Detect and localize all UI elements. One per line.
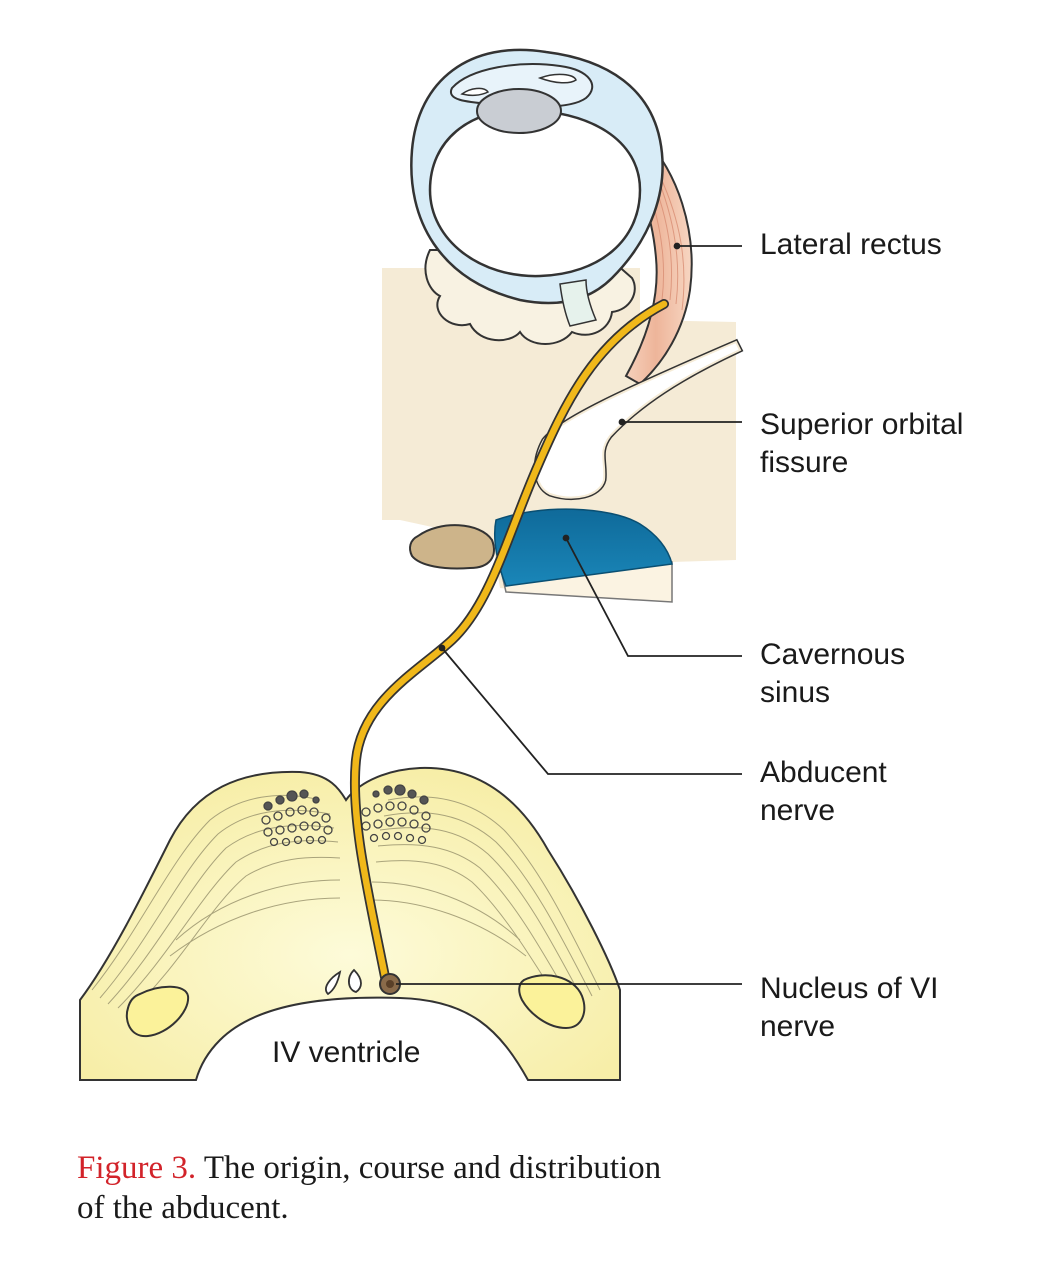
corticospinal-bundle-left <box>261 789 333 847</box>
label-nuc-line2: nerve <box>760 1010 836 1043</box>
leader-lines <box>396 242 742 985</box>
label-nucleus-of-vi: Nucleus of VI nerve <box>760 970 938 1046</box>
caption-line1: Figure 3. The origin, course and distrib… <box>77 1148 777 1188</box>
caption-text-1: The origin, course and distribution <box>196 1150 662 1186</box>
label-abd-line1: Abducent <box>760 756 887 789</box>
label-sof-line1: Superior orbital <box>760 408 964 441</box>
caption-line2: of the abducent. <box>77 1190 289 1226</box>
label-iv-ventricle: IV ventricle <box>272 1034 420 1072</box>
label-cav-line1: Cavernous <box>760 638 906 671</box>
brainstem-left-cavity <box>125 985 190 1038</box>
corticospinal-bundle-right <box>361 784 431 845</box>
leader-abducent-nerve <box>441 647 742 775</box>
lens <box>476 88 562 134</box>
brainstem-right-cavity <box>518 974 586 1030</box>
label-lateral-rectus-text: Lateral rectus <box>760 228 942 261</box>
label-superior-orbital-fissure: Superior orbital fissure <box>760 406 963 482</box>
eyeball-inner <box>428 108 642 278</box>
pontine-fibres <box>91 794 601 1013</box>
leader-cavernous-sinus <box>565 537 742 657</box>
figure-caption: Figure 3. The origin, course and distrib… <box>77 1148 777 1228</box>
label-sof-line2: fissure <box>760 446 849 479</box>
label-abducent-nerve: Abducent nerve <box>760 754 887 830</box>
clinoid-bone <box>409 524 495 570</box>
label-nuc-line1: Nucleus of VI <box>760 972 939 1005</box>
caption-figure-number: Figure 3. <box>77 1150 197 1186</box>
label-cav-line2: sinus <box>760 676 831 709</box>
brainstem-section <box>79 766 621 1081</box>
label-lateral-rectus: Lateral rectus <box>760 226 942 264</box>
label-cavernous-sinus: Cavernous sinus <box>760 636 905 712</box>
label-abd-line2: nerve <box>760 794 836 827</box>
optic-nerve <box>559 279 598 327</box>
label-iv-ventricle-text: IV ventricle <box>272 1036 421 1069</box>
